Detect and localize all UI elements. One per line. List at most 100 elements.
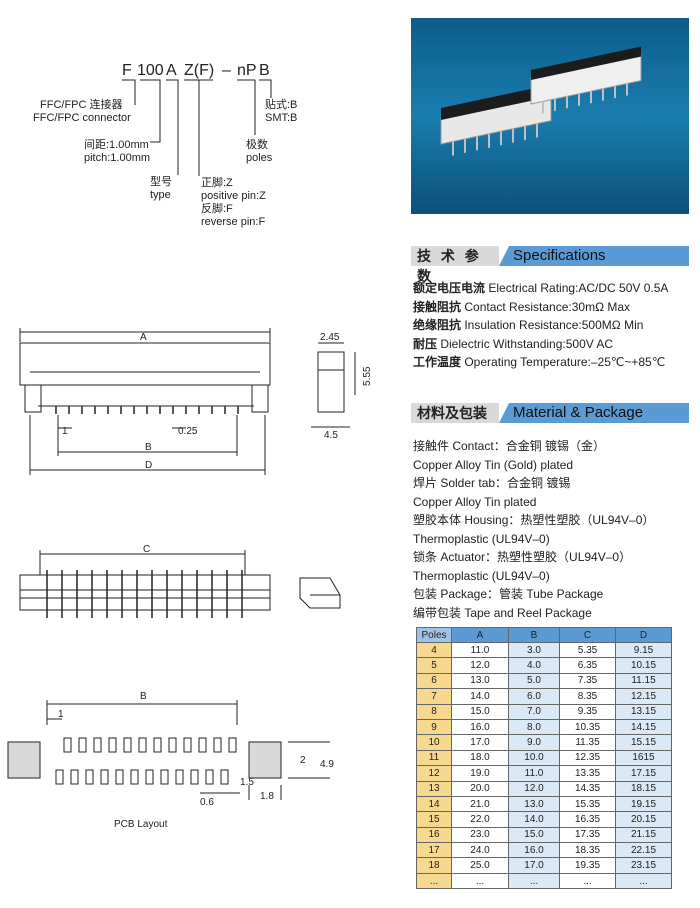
table-cell: 18.0 <box>451 749 509 767</box>
legend-conn-cn: FFC/FPC 连接器 <box>40 98 123 111</box>
table-row: ............... <box>416 872 672 890</box>
dim-15-label: 1.5 <box>240 777 254 788</box>
dim-c-label: C <box>143 544 150 555</box>
table-cell: 10.0 <box>508 749 560 767</box>
table-cell: 18.15 <box>615 780 672 797</box>
table-cell: 11.15 <box>615 672 672 690</box>
table-cell: 8.35 <box>559 688 616 705</box>
dim-18-label: 1.8 <box>260 791 274 802</box>
table-cell: 8.0 <box>508 718 560 736</box>
table-cell: 13.15 <box>615 703 672 720</box>
table-cell: 17.15 <box>615 765 672 782</box>
table-cell: 18 <box>416 857 452 874</box>
table-cell: ... <box>508 872 560 890</box>
table-cell: 12 <box>416 765 452 782</box>
col-a: A <box>451 627 509 643</box>
table-cell: 22.0 <box>451 811 509 828</box>
table-cell: 13.0 <box>451 672 509 690</box>
table-cell: 17 <box>416 842 452 859</box>
table-cell: 15.0 <box>508 826 560 844</box>
legend-pitch-en: pitch:1.00mm <box>84 152 150 164</box>
table-cell: 18.35 <box>559 842 616 859</box>
material-header-en: Material & Package <box>499 403 689 423</box>
table-cell: 7 <box>416 688 452 705</box>
table-cell: 6.0 <box>508 688 560 705</box>
dim-06-label: 0.6 <box>200 797 214 808</box>
side-view-drawing: A B D 1 0.25 2.45 5.55 4.5 <box>19 328 373 475</box>
table-cell: 16.0 <box>508 842 560 859</box>
table-cell: 5.0 <box>508 672 560 690</box>
dim-pcb-1-label: 1 <box>58 709 64 720</box>
dim-555-label: 5.55 <box>362 366 373 386</box>
table-cell: 17.0 <box>451 734 509 751</box>
table-cell: 15.15 <box>615 734 672 751</box>
table-cell: 8 <box>416 703 452 720</box>
table-cell: 9.35 <box>559 703 616 720</box>
table-cell: 19.35 <box>559 857 616 874</box>
code-z: Z(F) <box>184 62 214 79</box>
material-list: 接触件 Contact：合金铜 镀锡（金） Copper Alloy Tin (… <box>413 437 654 622</box>
product-photo <box>411 18 689 214</box>
table-cell: 20.15 <box>615 811 672 828</box>
table-cell: 24.0 <box>451 842 509 859</box>
dim-1-label: 1 <box>62 426 68 437</box>
table-cell: 1615 <box>615 749 672 767</box>
table-cell: 16.35 <box>559 811 616 828</box>
pcb-layout-caption: PCB Layout <box>114 819 168 830</box>
table-cell: 17.0 <box>508 857 560 874</box>
table-cell: 9.15 <box>615 641 672 659</box>
table-cell: 6.35 <box>559 657 616 674</box>
material-line: Thermoplastic (UL94V–0) <box>413 531 550 546</box>
table-cell: 13 <box>416 780 452 797</box>
specs-header-cn: 技 术 参 数 <box>411 246 499 284</box>
dim-a-label: A <box>140 332 147 343</box>
table-cell: 23.0 <box>451 826 509 844</box>
material-line: 塑胶本体 Housing：热塑性塑胶（UL94V–0） <box>413 513 655 527</box>
table-cell: 14.35 <box>559 780 616 797</box>
spec-line: 接触阻抗 Contact Resistance:30mΩ Max <box>413 299 631 314</box>
table-cell: 7.0 <box>508 703 560 720</box>
spec-line: 工作温度 Operating Temperature:–25℃~+85℃ <box>413 355 666 369</box>
table-cell: 7.35 <box>559 672 616 690</box>
code-dash: – <box>222 62 231 79</box>
table-cell: ... <box>416 872 452 890</box>
table-cell: 12.35 <box>559 749 616 767</box>
table-cell: 15.0 <box>451 703 509 720</box>
legend-rev-cn: 反脚:F <box>201 201 233 215</box>
code-a: A <box>166 62 177 79</box>
table-cell: 5.35 <box>559 641 616 659</box>
table-cell: 4.0 <box>508 657 560 674</box>
table-cell: ... <box>615 872 672 890</box>
material-line: Thermoplastic (UL94V–0) <box>413 568 550 583</box>
table-cell: ... <box>451 872 509 890</box>
table-cell: 12.0 <box>508 780 560 797</box>
specs-header: 技 术 参 数 Specifications <box>411 246 689 284</box>
dim-025-label: 0.25 <box>178 426 198 437</box>
material-line: 编带包装 Tape and Reel Package <box>413 605 592 620</box>
dim-45-label: 4.5 <box>324 430 338 441</box>
legend-poles-cn: 极数 <box>246 137 268 151</box>
material-line: 包装 Package：管装 Tube Package <box>413 587 604 601</box>
code-f: F <box>122 62 132 79</box>
table-cell: 10.15 <box>615 657 672 674</box>
legend-pos-cn: 正脚:Z <box>201 175 233 189</box>
table-cell: 16 <box>416 826 452 844</box>
dim-245-label: 2.45 <box>320 332 340 343</box>
table-cell: 21.0 <box>451 795 509 813</box>
table-cell: 10 <box>416 734 452 751</box>
material-header-cn: 材料及包装 <box>411 403 499 423</box>
table-cell: 22.15 <box>615 842 672 859</box>
table-cell: 20.0 <box>451 780 509 797</box>
legend-conn-en: FFC/FPC connector <box>33 112 131 124</box>
code-n: nP <box>237 62 257 79</box>
